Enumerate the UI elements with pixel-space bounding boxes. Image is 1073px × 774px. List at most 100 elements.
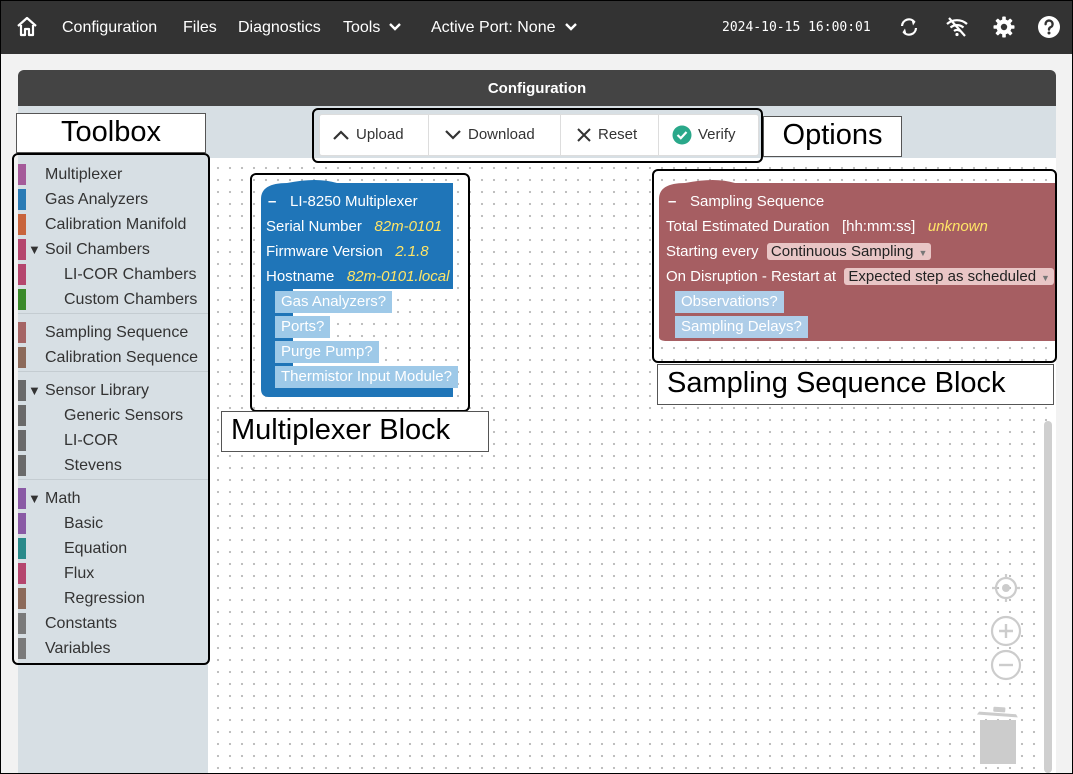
thermistor-input-module-slot[interactable]: Thermistor Input Module?	[275, 366, 458, 388]
toolbox-item-label: Math	[45, 490, 81, 507]
category-swatch	[18, 322, 26, 343]
category-swatch	[18, 264, 26, 285]
observations-slot[interactable]: Observations?	[675, 291, 784, 313]
category-swatch	[18, 563, 26, 584]
gear-icon[interactable]	[992, 15, 1016, 39]
trash-icon[interactable]	[976, 703, 1022, 767]
help-icon[interactable]	[1037, 15, 1061, 39]
datetime-display: 2024-10-15 16:00:01	[722, 20, 871, 35]
button-divider	[560, 115, 561, 155]
download-label: Download	[468, 126, 535, 143]
nav-active-port-menu[interactable]: Active Port: None	[431, 1, 578, 54]
toolbox-item-label: Flux	[64, 565, 95, 582]
panel-title: Configuration	[18, 70, 1056, 106]
category-swatch	[18, 347, 26, 368]
nav-tools-label: Tools	[343, 19, 381, 37]
firmware-version-label: Firmware Version	[266, 243, 383, 260]
collapse-icon[interactable]: –	[268, 193, 277, 210]
sampling-sequence-annotation-box	[652, 169, 1057, 363]
dropdown-arrow-icon: ▼	[1041, 273, 1050, 283]
nav-diagnostics[interactable]: Diagnostics	[238, 19, 321, 36]
toolbox-annotation-box	[12, 153, 210, 665]
on-disruption-dropdown[interactable]: Expected step as scheduled▼	[844, 268, 1054, 285]
nav-files[interactable]: Files	[183, 19, 217, 36]
category-swatch	[18, 214, 26, 235]
options-annotation-label: Options	[763, 116, 902, 157]
hostname-label: Hostname	[266, 268, 335, 285]
toolbox-item-label: Generic Sensors	[64, 407, 184, 424]
reset-button[interactable]: Reset	[576, 115, 637, 155]
firmware-version-row: Firmware Version 2.1.8	[266, 243, 429, 261]
options-annotation-box	[312, 108, 763, 163]
close-icon	[577, 128, 591, 142]
upload-button[interactable]: Upload	[332, 115, 404, 155]
on-disruption-row: On Disruption - Restart at Expected step…	[666, 268, 1054, 286]
starting-every-dropdown[interactable]: Continuous Sampling ▼	[766, 243, 932, 260]
gas-analyzers-slot[interactable]: Gas Analyzers?	[275, 291, 393, 313]
multiplexer-block-shape[interactable]	[257, 177, 457, 401]
toolbox-item-label: Custom Chambers	[64, 291, 198, 308]
home-icon[interactable]	[15, 15, 39, 39]
duration-value: unknown	[927, 218, 988, 235]
category-swatch	[18, 380, 26, 401]
toolbox-item-label: Sampling Sequence	[45, 324, 189, 341]
verify-button[interactable]: Verify	[672, 115, 736, 155]
category-swatch	[18, 455, 26, 476]
toolbox-item-label: Calibration Manifold	[45, 216, 187, 233]
starting-every-row: Starting every Continuous Sampling ▼	[666, 243, 932, 261]
duration-row: Total Estimated Duration [hh:mm:ss] unkn…	[666, 218, 988, 236]
nav-active-port-label: Active Port: None	[431, 19, 556, 37]
purge-pump-slot[interactable]: Purge Pump?	[275, 341, 379, 363]
toolbox-item-label: Soil Chambers	[45, 241, 150, 258]
sync-icon[interactable]	[897, 15, 921, 39]
ports-slot[interactable]: Ports?	[275, 316, 331, 338]
category-swatch	[18, 538, 26, 559]
toolbox-item-label: Stevens	[64, 457, 122, 474]
zoom-out-icon[interactable]	[990, 649, 1022, 681]
category-swatch	[18, 638, 26, 659]
firmware-version-value[interactable]: 2.1.8	[395, 243, 429, 260]
category-swatch	[18, 613, 26, 634]
sampling-sequence-block-title: Sampling Sequence	[690, 193, 825, 210]
toolbox-separator	[18, 479, 208, 480]
serial-number-row: Serial Number 82m-0101	[266, 218, 442, 236]
recenter-icon[interactable]	[990, 572, 1022, 604]
duration-label: Total Estimated Duration	[666, 218, 830, 235]
check-circle-icon	[672, 125, 692, 145]
zoom-in-icon[interactable]	[990, 615, 1022, 647]
options-button-group: Upload Download Reset Verify	[319, 114, 759, 156]
toolbox-item-label: Basic	[64, 515, 104, 532]
serial-number-value[interactable]: 82m-0101	[374, 218, 442, 235]
toolbox-separator	[18, 371, 208, 372]
toolbox-item-label: Sensor Library	[45, 382, 150, 399]
expand-triangle-icon: ▼	[28, 242, 41, 257]
hostname-value[interactable]: 82m-0101.local	[346, 268, 450, 285]
button-divider	[428, 115, 429, 155]
expand-triangle-icon: ▼	[28, 383, 41, 398]
toolbox-item-label: LI-COR	[64, 432, 119, 449]
toolbox-item-label: Regression	[64, 590, 145, 607]
toolbox-item-label: Calibration Sequence	[45, 349, 198, 366]
wifi-off-icon[interactable]	[945, 15, 969, 39]
category-swatch	[18, 164, 26, 185]
sampling-delays-slot[interactable]: Sampling Delays?	[675, 316, 808, 338]
nav-configuration[interactable]: Configuration	[62, 19, 158, 36]
starting-every-value: Continuous Sampling	[770, 243, 914, 260]
workspace-scrollbar[interactable]	[1044, 421, 1052, 773]
dropdown-arrow-icon: ▼	[918, 248, 928, 258]
category-swatch	[18, 405, 26, 426]
chevron-down-icon	[388, 1, 402, 55]
hostname-row: Hostname 82m-0101.local	[266, 268, 449, 286]
toolbox-item-label: Multiplexer	[45, 166, 123, 183]
collapse-icon[interactable]: –	[668, 193, 677, 210]
on-disruption-label: On Disruption - Restart at	[666, 268, 837, 285]
button-divider	[658, 115, 659, 155]
starting-every-label: Starting every	[666, 243, 759, 260]
toolbox-item-label: LI-COR Chambers	[64, 266, 197, 283]
download-button[interactable]: Download	[444, 115, 535, 155]
category-swatch	[18, 488, 26, 509]
nav-tools-menu[interactable]: Tools	[343, 1, 402, 54]
expand-triangle-icon: ▼	[28, 491, 41, 506]
duration-unit: [hh:mm:ss]	[841, 218, 916, 235]
